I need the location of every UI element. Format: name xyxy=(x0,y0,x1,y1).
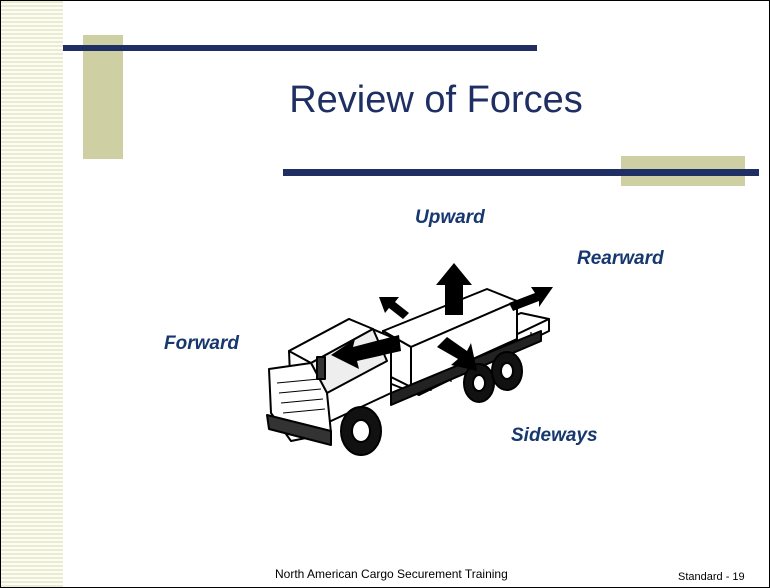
label-rearward: Rearward xyxy=(577,248,664,269)
slide-title: Review of Forces xyxy=(289,79,583,121)
arrow-sideways xyxy=(437,337,477,371)
arrow-rearward xyxy=(509,287,553,311)
left-stripe-border xyxy=(1,1,63,587)
decor-block-left xyxy=(83,35,123,159)
label-upward: Upward xyxy=(415,207,485,228)
arrow-upleft xyxy=(379,297,409,319)
decor-line-bottom xyxy=(283,169,759,176)
arrow-forward xyxy=(331,335,401,369)
footer-course-title: North American Cargo Securement Training xyxy=(275,567,508,581)
label-forward: Forward xyxy=(164,333,239,354)
decor-line-top xyxy=(63,45,537,51)
arrow-upward xyxy=(436,263,472,315)
footer-slide-number: Standard - 19 xyxy=(678,571,745,583)
label-sideways: Sideways xyxy=(511,425,598,446)
